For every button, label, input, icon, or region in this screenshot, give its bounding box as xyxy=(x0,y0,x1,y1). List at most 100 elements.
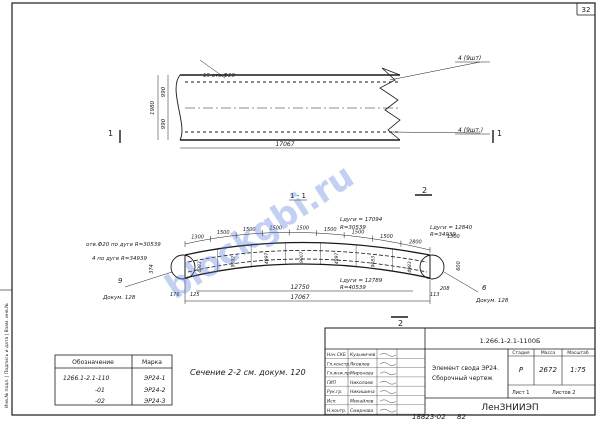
end-mark-left: 9 xyxy=(118,277,123,285)
elevation-right-small: 208 xyxy=(440,286,450,292)
plan-dim-lower: 990 xyxy=(161,118,167,129)
organization-name: ЛенЗНИИЭП xyxy=(481,403,538,413)
spec-row-mark: ЭР24-2 xyxy=(143,387,166,394)
elevation-right-corner: 113 xyxy=(430,292,440,298)
elevation-length: 17067 xyxy=(290,294,309,301)
role-label: Исп. xyxy=(327,399,337,405)
chain-dimension: 2800 xyxy=(409,240,422,246)
elevation-top-end: 1300 xyxy=(447,234,460,240)
elevation-left-small: 125 xyxy=(190,292,200,298)
signature-mark xyxy=(379,353,397,357)
chain-dimension: 1500 xyxy=(324,227,337,233)
bottom-code: 18823-02 xyxy=(412,413,446,421)
role-name: Миронова xyxy=(350,371,374,377)
signature-mark xyxy=(379,371,397,376)
sheet-index: Лист 1 xyxy=(512,390,529,396)
spec-row-designation: -01 xyxy=(95,387,105,394)
chain-dimension: 1500 xyxy=(217,230,230,236)
chain-dimension: 1500 xyxy=(269,226,282,232)
section-reference-note: Сечение 2-2 см. докум. 120 xyxy=(190,368,306,377)
spec-row-mark: ЭР24-1 xyxy=(143,375,165,382)
arch-extrados xyxy=(184,241,431,256)
spec-table-frame xyxy=(54,354,173,406)
chain-dimension: 1500 xyxy=(352,230,365,236)
plan-break-left xyxy=(175,74,183,141)
role-label: Гл.констр. xyxy=(327,361,351,367)
role-label: Нач.СКБ xyxy=(327,352,346,358)
elevation-top-chain-line xyxy=(184,232,431,251)
elevation-inner-arc-radius: R=40539 xyxy=(340,285,366,291)
mass-header: Масса xyxy=(541,350,556,356)
end-leader-left xyxy=(124,271,173,288)
doc-code: 1.266.1-2.1-1100Б xyxy=(480,337,541,345)
elevation-view: 1 - 1 2 1300 1500 1500 1500 1500 1500 1500 1500… xyxy=(86,186,509,328)
plan-note-leader xyxy=(199,59,226,79)
plan-break-right xyxy=(379,67,401,141)
signature-mark xyxy=(379,362,397,366)
detail-circle-left xyxy=(170,254,196,280)
spec-header-mark: Марка xyxy=(142,359,162,366)
chord-dimension: 9083 xyxy=(370,256,376,268)
plan-callout-top-leader xyxy=(389,61,481,81)
end-doc-right: Докум. 128 xyxy=(475,298,509,304)
elevation-arc-radius-2: R=34939 xyxy=(430,232,456,238)
plan-length: 17067 xyxy=(275,141,294,148)
chord-dimension: 4983 xyxy=(407,261,413,273)
chain-dimension: 1500 xyxy=(296,226,309,232)
arch-rebar-bottom xyxy=(187,258,428,273)
elevation-arc-radius-1: R=30539 xyxy=(340,225,366,231)
stage-header: Стадия xyxy=(512,350,530,356)
end-leader-right xyxy=(443,271,479,293)
title-block-frame xyxy=(324,327,596,416)
role-label: Рук.гр. xyxy=(327,389,342,395)
signature-mark xyxy=(379,399,397,403)
plan-view: 15 отв.Ф20 4 (9шт) 4 (9шт.) 1980 990 990… xyxy=(108,55,502,149)
bottom-suffix: 82 xyxy=(457,413,466,421)
plan-callout-bottom: 4 (9шт.) xyxy=(458,127,483,134)
role-label: Гл.инж.пр. xyxy=(327,371,351,377)
role-name: Николаев xyxy=(350,380,373,386)
plan-callout-top: 4 (9шт) xyxy=(458,55,481,62)
plan-dim-outer: 1980 xyxy=(150,101,156,115)
role-label: Н.контр. xyxy=(327,408,346,414)
elevation-bottom-dim: 12750 xyxy=(290,284,309,291)
signature-mark xyxy=(379,390,397,394)
chain-dimension: 1500 xyxy=(243,227,256,233)
spec-row-mark: ЭР24-3 xyxy=(143,398,166,405)
scale-header: Масштаб xyxy=(567,350,589,356)
role-name: Яковлев xyxy=(349,361,370,367)
chord-dimension: 4983 xyxy=(197,261,203,273)
arch-rebar-top xyxy=(187,250,428,263)
mass-value: 2672 xyxy=(539,366,557,374)
role-name: Смирнова xyxy=(350,408,374,414)
plan-dim-inner: 990 xyxy=(161,86,167,97)
detail-circle-right xyxy=(419,254,445,280)
elevation-arc-length-2: Lдуги = 12840 xyxy=(430,225,473,231)
spec-table: Обозначение Марка 1266.1-2.1-110 ЭР24-1 … xyxy=(54,354,173,406)
elevation-title: 1 - 1 xyxy=(290,192,306,200)
role-label: ГИП xyxy=(327,380,337,386)
scale-value: 1:75 xyxy=(570,366,586,374)
end-doc-left: Докум. 128 xyxy=(102,295,136,301)
spec-header-designation: Обозначение xyxy=(72,359,114,366)
signature-mark xyxy=(379,381,397,385)
stage-value: Р xyxy=(519,366,524,374)
elevation-right-vert: 600 xyxy=(456,261,462,271)
chain-dimension: 1500 xyxy=(380,234,393,240)
role-name: Михайлов xyxy=(350,399,374,405)
elevation-section-mark-bottom: 2 xyxy=(398,319,403,328)
sheet-frame xyxy=(11,2,596,416)
arch-intrados xyxy=(184,263,431,279)
elevation-left-label-2: 4 по дуге R=34939 xyxy=(92,256,147,262)
chord-dimension: 9092 xyxy=(230,256,236,268)
end-mark-right: 6 xyxy=(482,284,487,292)
section-label-right: 1 xyxy=(497,129,502,138)
role-name: Кузьмичев xyxy=(350,352,376,358)
element-description: Элемент свода ЭР24. xyxy=(432,365,499,372)
signature-mark xyxy=(379,408,397,413)
title-block-roles: Нач.СКБ КузьмичевГл.констр.ЯковлевГл.инж.… xyxy=(325,352,425,415)
elevation-inner-arc-length: Lдуги = 12789 xyxy=(340,278,383,284)
sheet-number: 32 xyxy=(582,6,591,14)
